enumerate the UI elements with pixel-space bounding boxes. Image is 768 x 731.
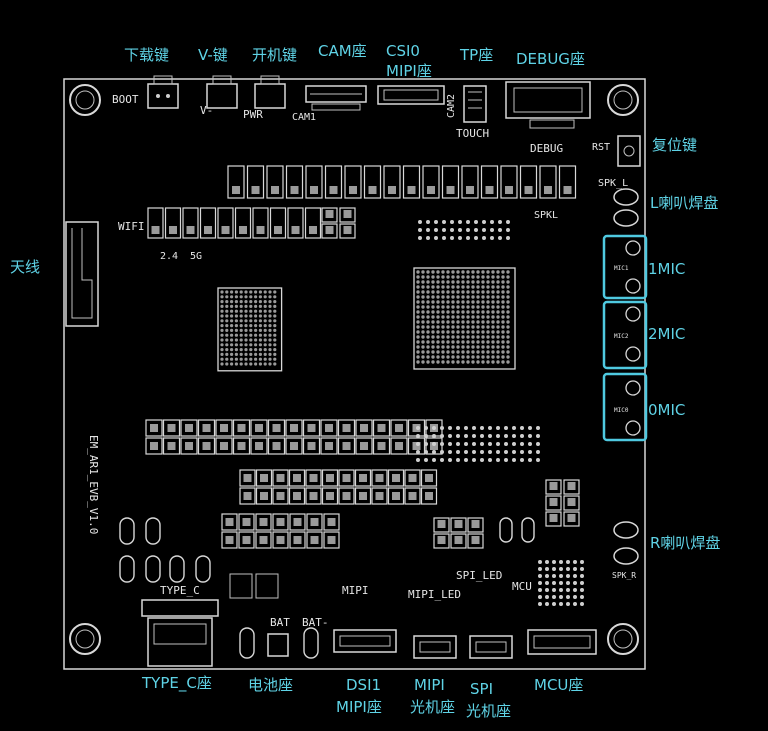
lower-header-row <box>239 469 438 505</box>
callout-type-c: TYPE_C座 <box>141 674 212 693</box>
silk-spkl: SPKL <box>534 210 558 221</box>
silk-boot: BOOT <box>112 93 139 106</box>
l-speaker-pad <box>613 188 639 227</box>
reset-button-footprint <box>617 135 641 167</box>
silk-pwr: PWR <box>243 108 263 121</box>
silk-mipi-led: MIPI_LED <box>408 588 461 601</box>
silk-mic0-ref: MIC0 <box>614 407 629 414</box>
debug-connector <box>505 81 591 129</box>
pwr-button-footprint <box>254 75 286 109</box>
callout-antenna: 天线 <box>10 258 40 276</box>
silk-bat: BAT <box>270 616 290 629</box>
top-header-row <box>227 165 577 199</box>
silk-type-c: TYPE_C <box>160 584 200 597</box>
dsi1-connector <box>333 629 397 653</box>
middle-header-row <box>145 419 443 455</box>
silk-touch: TOUCH <box>456 127 489 140</box>
silk-band-24: 2.4 <box>160 251 178 262</box>
bottom-header-row <box>221 513 340 549</box>
csi0-connector <box>377 85 445 105</box>
mounting-hole-br <box>607 623 639 655</box>
boot-button-footprint <box>147 75 179 109</box>
mic-footprints <box>625 240 641 436</box>
mic1-highlight <box>602 234 648 300</box>
silk-mic2-ref: MIC2 <box>614 333 629 340</box>
silk-cam1: CAM1 <box>292 112 316 123</box>
silk-board-name: EM_AR1_EVB_V1.0 <box>87 435 100 534</box>
silk-band-5g: 5G <box>190 251 202 262</box>
r-speaker-pad <box>613 521 639 565</box>
silk-spi-led: SPI_LED <box>456 569 502 582</box>
silk-spk-l: SPK_L <box>598 178 628 189</box>
callout-csi0-line2: MIPI座 <box>386 62 432 80</box>
mipi-optical-connector <box>413 635 457 659</box>
wifi-header <box>147 207 322 239</box>
callout-mcu-socket: MCU座 <box>534 676 583 694</box>
callout-l-speaker: L喇叭焊盘 <box>650 194 718 212</box>
callout-tp-socket: TP座 <box>459 46 493 64</box>
callout-spi-opt-line2: 光机座 <box>466 702 511 720</box>
silk-wifi: WIFI <box>118 220 145 233</box>
callout-dsi1-line2: MIPI座 <box>336 698 382 716</box>
type-c-connector <box>141 599 219 667</box>
bottom-left-oval-pads <box>119 517 535 659</box>
spi-optical-connector <box>469 635 513 659</box>
dot-array-top <box>418 220 510 240</box>
right-header-block <box>545 479 580 527</box>
v-button-footprint <box>206 75 238 109</box>
battery-connector <box>229 573 289 657</box>
silk-mipi: MIPI <box>342 584 369 597</box>
callout-dsi1-line1: DSI1 <box>346 676 381 694</box>
mic2-highlight <box>602 300 648 370</box>
silk-mcu: MCU <box>512 580 532 593</box>
mcu-connector <box>527 629 597 655</box>
callout-battery: 电池座 <box>248 676 293 694</box>
callout-debug-socket: DEBUG座 <box>516 50 585 68</box>
callout-spi-opt-line1: SPI <box>470 680 493 698</box>
vcc-header <box>321 207 356 239</box>
silk-debug: DEBUG <box>530 142 563 155</box>
mounting-hole-bl <box>69 623 101 655</box>
callout-csi0-line1: CSI0 <box>386 42 420 60</box>
callout-cam-socket: CAM座 <box>318 42 367 60</box>
callout-mipi-opt-line1: MIPI <box>414 676 445 694</box>
callout-power-key: 开机键 <box>252 46 297 64</box>
mounting-hole-tl <box>69 84 101 116</box>
callout-mic2: 2MIC <box>648 325 685 343</box>
silk-spk-r: SPK_R <box>612 571 636 580</box>
callout-mic0: 0MIC <box>648 401 685 419</box>
soc-chip <box>413 267 516 370</box>
silk-mic1-ref: MIC1 <box>614 265 629 272</box>
callout-reset-key: 复位键 <box>652 136 697 154</box>
callout-r-speaker: R喇叭焊盘 <box>650 534 720 552</box>
mic0-highlight <box>602 372 648 442</box>
silk-v: V- <box>200 104 213 117</box>
silk-cam2: CAM2 <box>446 94 457 118</box>
callout-mipi-opt-line2: 光机座 <box>410 698 455 716</box>
callout-v-key: V-键 <box>198 46 228 64</box>
callout-mic1: 1MIC <box>648 260 685 278</box>
dot-array-mid <box>416 426 540 462</box>
silk-rst: RST <box>592 142 610 153</box>
antenna-footprint <box>65 221 99 327</box>
wifi-chip <box>217 287 283 372</box>
dot-array-mcu <box>538 560 584 606</box>
spi-header-block <box>433 517 484 549</box>
callout-download-key: 下载键 <box>124 46 169 64</box>
silk-bat-minus: BAT- <box>302 616 329 629</box>
mounting-hole-tr <box>607 84 639 116</box>
board-outline <box>63 78 646 670</box>
touch-connector <box>463 85 487 123</box>
cam1-connector <box>305 85 367 111</box>
